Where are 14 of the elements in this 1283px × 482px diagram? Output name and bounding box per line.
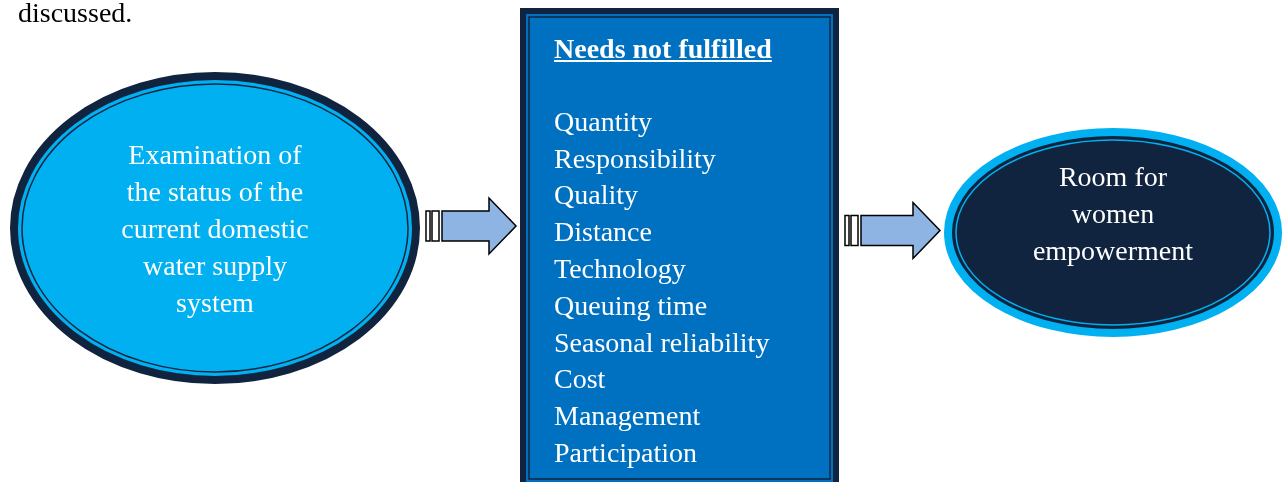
list-item: Quality xyxy=(554,178,638,213)
list-item: Distance xyxy=(554,215,652,250)
heading: Needs not fulfilled xyxy=(554,32,772,66)
list-item: Queuing time xyxy=(554,288,708,323)
list-item: Technology xyxy=(554,252,686,286)
list-item: Participation xyxy=(554,436,698,470)
list-item: Seasonal reliability xyxy=(554,325,770,360)
page-text: discussed. xyxy=(18,0,133,29)
list-item: Cost xyxy=(554,362,606,397)
list-item: Management xyxy=(554,399,701,434)
list-item: Responsibility xyxy=(554,141,716,176)
node-text: Room for women empowerment xyxy=(1031,160,1195,268)
node-text: Examination of the status of the current domestic water supply system xyxy=(120,138,310,320)
list-item: Quantity xyxy=(554,104,652,139)
